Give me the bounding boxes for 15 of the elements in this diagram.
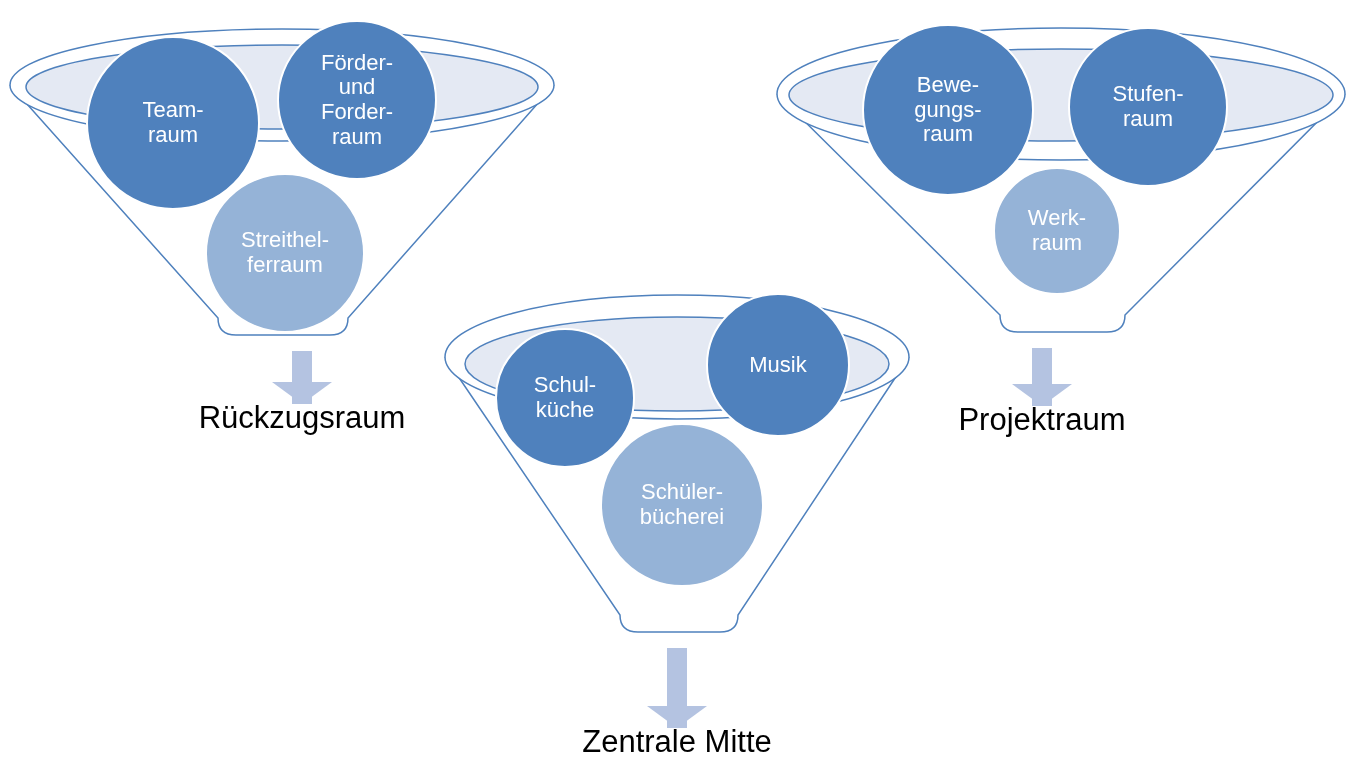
room-label: Stufen- raum	[1111, 82, 1185, 132]
block-arrow	[272, 351, 332, 404]
block-arrow	[647, 648, 707, 728]
room-label: Schul- küche	[532, 373, 598, 423]
room-label: Musik	[748, 352, 808, 378]
room-label: Bewe- gungs- raum	[913, 73, 983, 147]
area-label: Rückzugsraum	[198, 400, 406, 436]
room-label: Team- raum	[141, 98, 205, 148]
room-label: Streithel- ferraum	[239, 228, 330, 278]
area-label: Projektraum	[958, 402, 1126, 438]
area-label: Zentrale Mitte	[582, 724, 772, 757]
room-label: Werk- raum	[1026, 206, 1088, 256]
room-label: Schüler- bücherei	[638, 480, 726, 530]
block-arrow	[1012, 348, 1072, 406]
room-label: Förder- und Forder- raum	[319, 50, 395, 150]
